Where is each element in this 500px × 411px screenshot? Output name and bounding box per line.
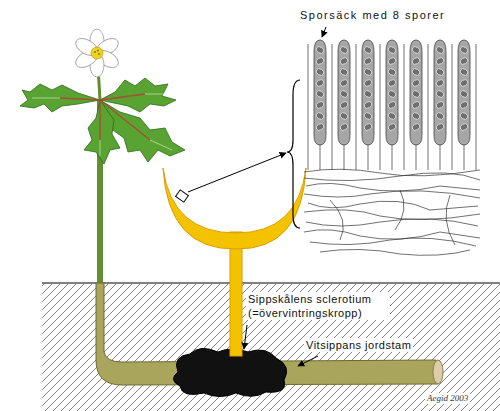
soil-hatch (42, 284, 500, 411)
ground-line (42, 282, 500, 283)
signature: Aegid 2003 (425, 393, 470, 404)
leader-arrow (322, 27, 326, 37)
leader-arrow (244, 325, 247, 349)
apothecium-cup (163, 168, 306, 249)
part-label: Sporsäck med 8 sporer (298, 8, 447, 22)
part-label: Sippskålens sclerotium (=övervintringskr… (246, 292, 390, 320)
hymenium-inset (304, 40, 480, 255)
anemone-flower (73, 29, 122, 77)
leaf-veins (32, 94, 172, 156)
detail-frame (176, 190, 189, 202)
leader-arrow (298, 356, 318, 366)
apothecium-stalk (230, 232, 242, 356)
detail-arrow (188, 153, 286, 192)
part-label: Vitsippans jordstam (304, 338, 413, 352)
rhizome-tip (433, 360, 443, 384)
anemone-leaves (20, 78, 185, 164)
bracket (287, 80, 300, 228)
leaf-stalks (60, 94, 150, 140)
